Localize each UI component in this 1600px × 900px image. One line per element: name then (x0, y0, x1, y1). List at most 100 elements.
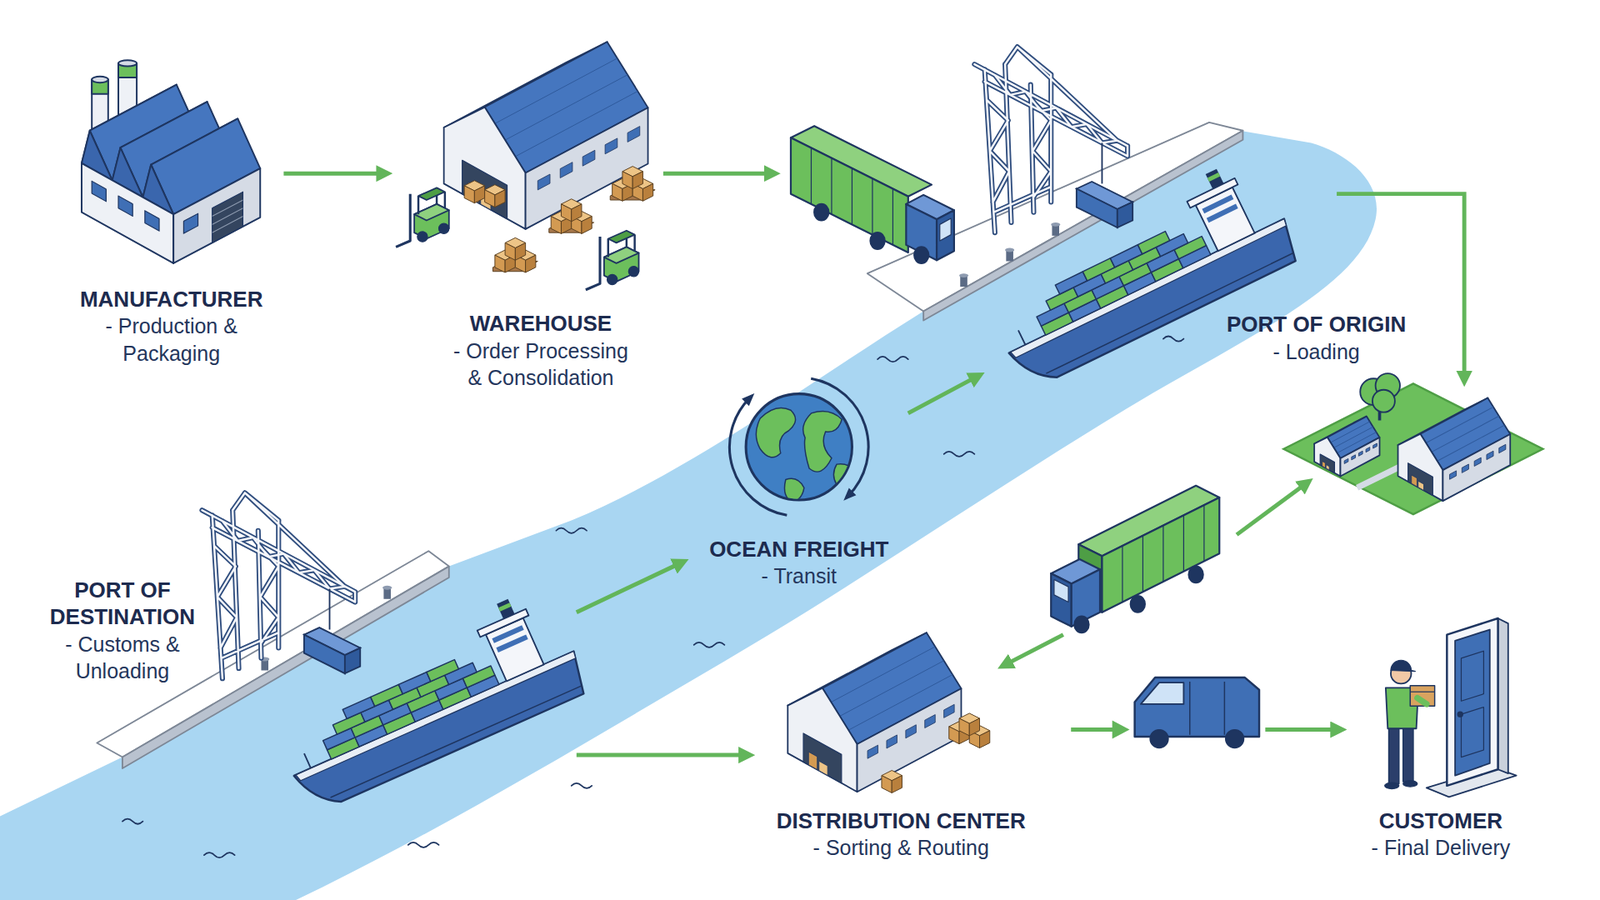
container-ship (263, 583, 591, 815)
factory (173, 168, 260, 264)
flow-arrow (1236, 482, 1307, 535)
stage-title: WAREHOUSE (448, 310, 634, 338)
quay (96, 122, 1243, 769)
flow-arrow (908, 375, 979, 414)
factory (183, 190, 243, 259)
stage-description: - Customs & Unloading (38, 630, 207, 685)
connector-group (283, 173, 1340, 755)
cargo-box (464, 180, 485, 204)
bollard (260, 222, 1060, 671)
water-ripple (555, 528, 587, 534)
courier-person (1403, 726, 1414, 782)
factory (91, 76, 109, 83)
stage-description: - Order Processing & Consolidation (448, 337, 634, 392)
courier-person (1403, 780, 1418, 787)
houses (1283, 383, 1543, 515)
bollard (959, 273, 969, 278)
distribution-building (787, 632, 961, 792)
front-door (1457, 711, 1463, 717)
stage-label: CUSTOMER- Final Delivery (1332, 807, 1550, 862)
gantry-crane (974, 46, 1133, 233)
globe (803, 410, 843, 472)
stage-node: CUSTOMER- Final Delivery (1346, 612, 1553, 870)
courier-person (1390, 660, 1415, 671)
factory (212, 200, 244, 233)
globe (729, 397, 787, 515)
flow-arrow (576, 562, 683, 613)
water-ripple (877, 356, 909, 362)
stage-label: MANUFACTURER- Production & Packaging (71, 285, 272, 368)
cargo-box (485, 185, 505, 208)
stage-description: - Final Delivery (1332, 834, 1550, 862)
water-ripple (122, 819, 143, 825)
container-truck (1130, 595, 1145, 613)
flow-arrow (1004, 194, 1465, 740)
container-truck (1050, 573, 1071, 627)
delivery-van (1135, 677, 1260, 737)
stage-title: PORT OF DESTINATION (38, 576, 207, 631)
factory (145, 210, 160, 231)
globe (810, 378, 869, 496)
cargo-box (881, 713, 990, 794)
cargo-box (610, 166, 655, 202)
stage-description: - Sorting & Routing (734, 834, 1068, 862)
globe (755, 408, 795, 458)
flow-arrow (1070, 727, 1340, 732)
stage-title: CUSTOMER (1332, 807, 1550, 835)
bollard (1005, 248, 1015, 253)
stage-title: OCEAN FREIGHT (699, 535, 900, 564)
container-truck (1122, 505, 1205, 602)
delivery-van (1140, 682, 1184, 705)
houses (1314, 416, 1380, 477)
factory (183, 213, 198, 234)
factory (118, 195, 133, 216)
water-ripple (122, 335, 1184, 858)
factory (91, 180, 160, 231)
water-ripple (1163, 335, 1184, 341)
container-truck (790, 125, 955, 264)
cargo-box (549, 199, 595, 235)
gantry-crane (201, 492, 360, 679)
container-truck (914, 246, 929, 264)
container-truck (940, 218, 951, 241)
stage-label: WAREHOUSE- Order Processing & Consolidat… (448, 310, 634, 392)
container-truck (870, 232, 885, 250)
container-truck (810, 148, 893, 245)
container-truck (1189, 566, 1204, 584)
courier-person (1385, 660, 1435, 789)
water-ripple (408, 842, 440, 848)
stage-node: WAREHOUSE- Order Processing & Consolidat… (392, 71, 663, 399)
front-door (1426, 618, 1517, 797)
flow-arrow (576, 753, 748, 758)
stage-title: MANUFACTURER (71, 285, 272, 314)
bollard (1050, 222, 1060, 227)
container-truck (1050, 485, 1220, 633)
stage-label: PORT OF DESTINATION- Customs & Unloading (38, 576, 207, 685)
globe (833, 464, 855, 486)
water-ripple (944, 451, 975, 457)
container-truck (1054, 580, 1069, 603)
cargo-box (881, 770, 902, 793)
container-truck (814, 204, 829, 221)
houses (1283, 373, 1543, 515)
container-truck (1074, 616, 1089, 634)
forklift (395, 187, 639, 290)
forklift (585, 230, 640, 290)
stage-node: PORT OF ORIGIN- Loading (780, 40, 1430, 373)
stage-node: MANUFACTURER- Production & Packaging (60, 50, 284, 373)
delivery-van (1190, 681, 1225, 735)
front-door (1446, 618, 1498, 786)
globe (755, 408, 855, 503)
factory (81, 163, 174, 264)
water-ripple (204, 852, 235, 858)
delivery-van (1225, 730, 1245, 749)
factory (91, 180, 106, 201)
cargo-box (959, 713, 980, 736)
factory (81, 60, 260, 264)
stage-description: - Production & Packaging (71, 312, 272, 367)
houses (1372, 390, 1395, 413)
stage-title: DISTRIBUTION CENTER (734, 807, 1068, 835)
courier-person (1385, 782, 1400, 789)
